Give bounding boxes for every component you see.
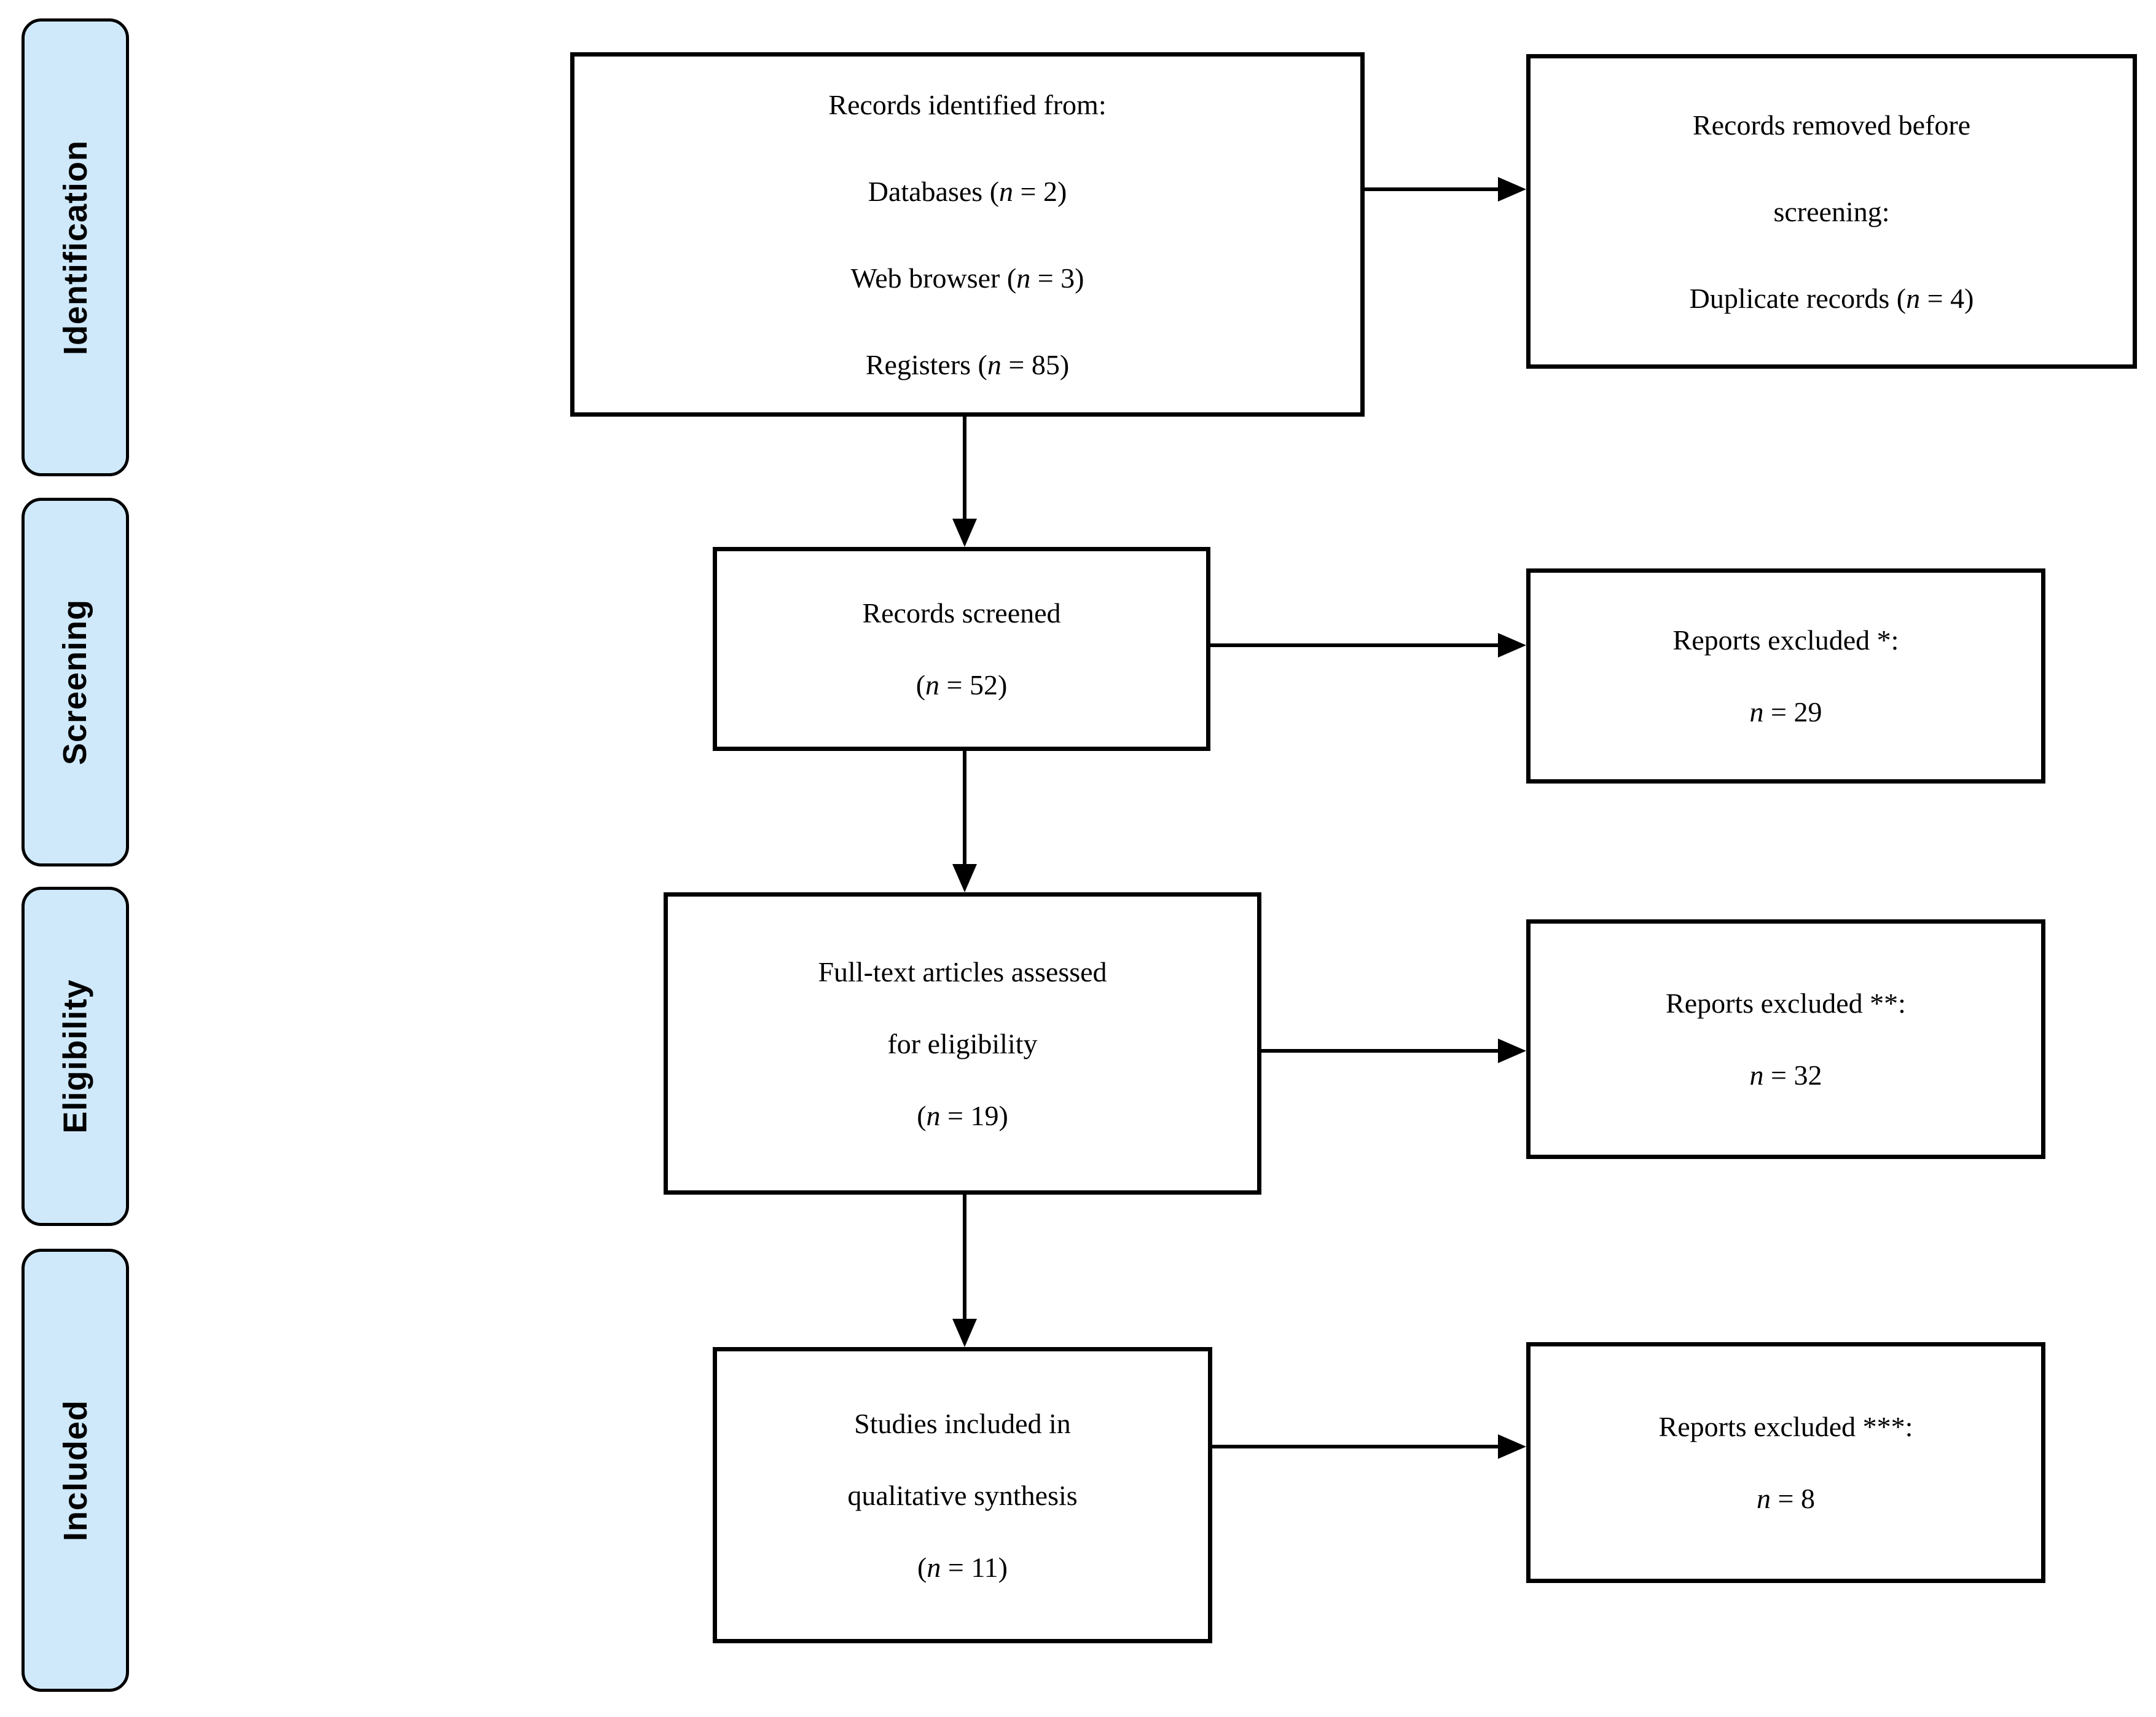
arrowhead-right-icon (1498, 1434, 1526, 1459)
arrowhead-right-icon (1498, 177, 1526, 202)
arrow-shaft (1260, 1049, 1499, 1053)
arrow-shaft (1365, 187, 1499, 191)
box-studies-included: Studies included in qualitative synthesi… (713, 1347, 1212, 1643)
box-line: Studies included in (854, 1407, 1071, 1439)
box-line: n = 32 (1749, 1059, 1822, 1091)
box-line: n = 29 (1749, 696, 1822, 728)
arrowhead-down-icon (952, 1319, 977, 1347)
box-line: Records identified from: (828, 88, 1107, 120)
arrow-included-to-excluded3 (1211, 1434, 1526, 1459)
box-line: for eligibility (887, 1027, 1038, 1059)
box-records-identified: Records identified from: Databases (n = … (570, 52, 1365, 417)
box-records-screened: Records screened (n = 52) (713, 547, 1210, 751)
box-fulltext-assessed: Full-text articles assessed for eligibil… (664, 892, 1261, 1195)
box-line: Full-text articles assessed (818, 956, 1107, 988)
box-line: Reports excluded **: (1666, 988, 1906, 1019)
box-line: Reports excluded ***: (1658, 1411, 1913, 1442)
box-line: Web browser (n = 3) (850, 262, 1084, 294)
box-records-removed: Records removed before screening: Duplic… (1526, 54, 2137, 369)
arrow-shaft (963, 417, 966, 520)
stage-included-label: Included (57, 1399, 94, 1541)
box-reports-excluded-1: Reports excluded *: n = 29 (1526, 568, 2045, 784)
arrow-shaft (1211, 1445, 1499, 1448)
box-line: (n = 19) (917, 1099, 1008, 1131)
box-line: (n = 11) (917, 1551, 1008, 1583)
arrowhead-down-icon (952, 519, 977, 547)
box-line: screening: (1773, 195, 1890, 227)
arrowhead-right-icon (1498, 1039, 1526, 1063)
box-reports-excluded-2: Reports excluded **: n = 32 (1526, 919, 2045, 1159)
stage-eligibility: Eligibility (22, 887, 129, 1226)
arrow-screened-to-excluded1 (1209, 633, 1526, 658)
box-line: qualitative synthesis (847, 1479, 1078, 1511)
box-line: Registers (n = 85) (865, 348, 1070, 380)
arrow-shaft (963, 750, 966, 865)
box-line: Records removed before (1692, 109, 1971, 141)
arrowhead-down-icon (952, 864, 977, 892)
box-line: Records screened (862, 597, 1061, 629)
stage-included: Included (22, 1249, 129, 1692)
stage-identification: Identification (22, 18, 129, 476)
box-line: (n = 52) (915, 669, 1008, 701)
box-line: Databases (n = 2) (868, 175, 1067, 207)
arrow-shaft (1209, 643, 1499, 647)
arrow-identified-to-screened (952, 417, 977, 547)
stage-screening: Screening (22, 498, 129, 866)
arrow-identified-to-removed (1365, 177, 1526, 202)
box-line: n = 8 (1757, 1483, 1815, 1514)
arrow-shaft (963, 1193, 966, 1320)
box-reports-excluded-3: Reports excluded ***: n = 8 (1526, 1342, 2045, 1583)
stage-identification-label: Identification (57, 139, 94, 355)
arrow-fulltext-to-included (952, 1193, 977, 1347)
arrow-fulltext-to-excluded2 (1260, 1039, 1526, 1063)
box-line: Duplicate records (n = 4) (1689, 282, 1974, 314)
arrow-screened-to-fulltext (952, 750, 977, 892)
stage-eligibility-label: Eligibility (57, 979, 94, 1134)
box-line: Reports excluded *: (1672, 624, 1899, 656)
arrowhead-right-icon (1498, 633, 1526, 658)
stage-screening-label: Screening (57, 599, 94, 766)
